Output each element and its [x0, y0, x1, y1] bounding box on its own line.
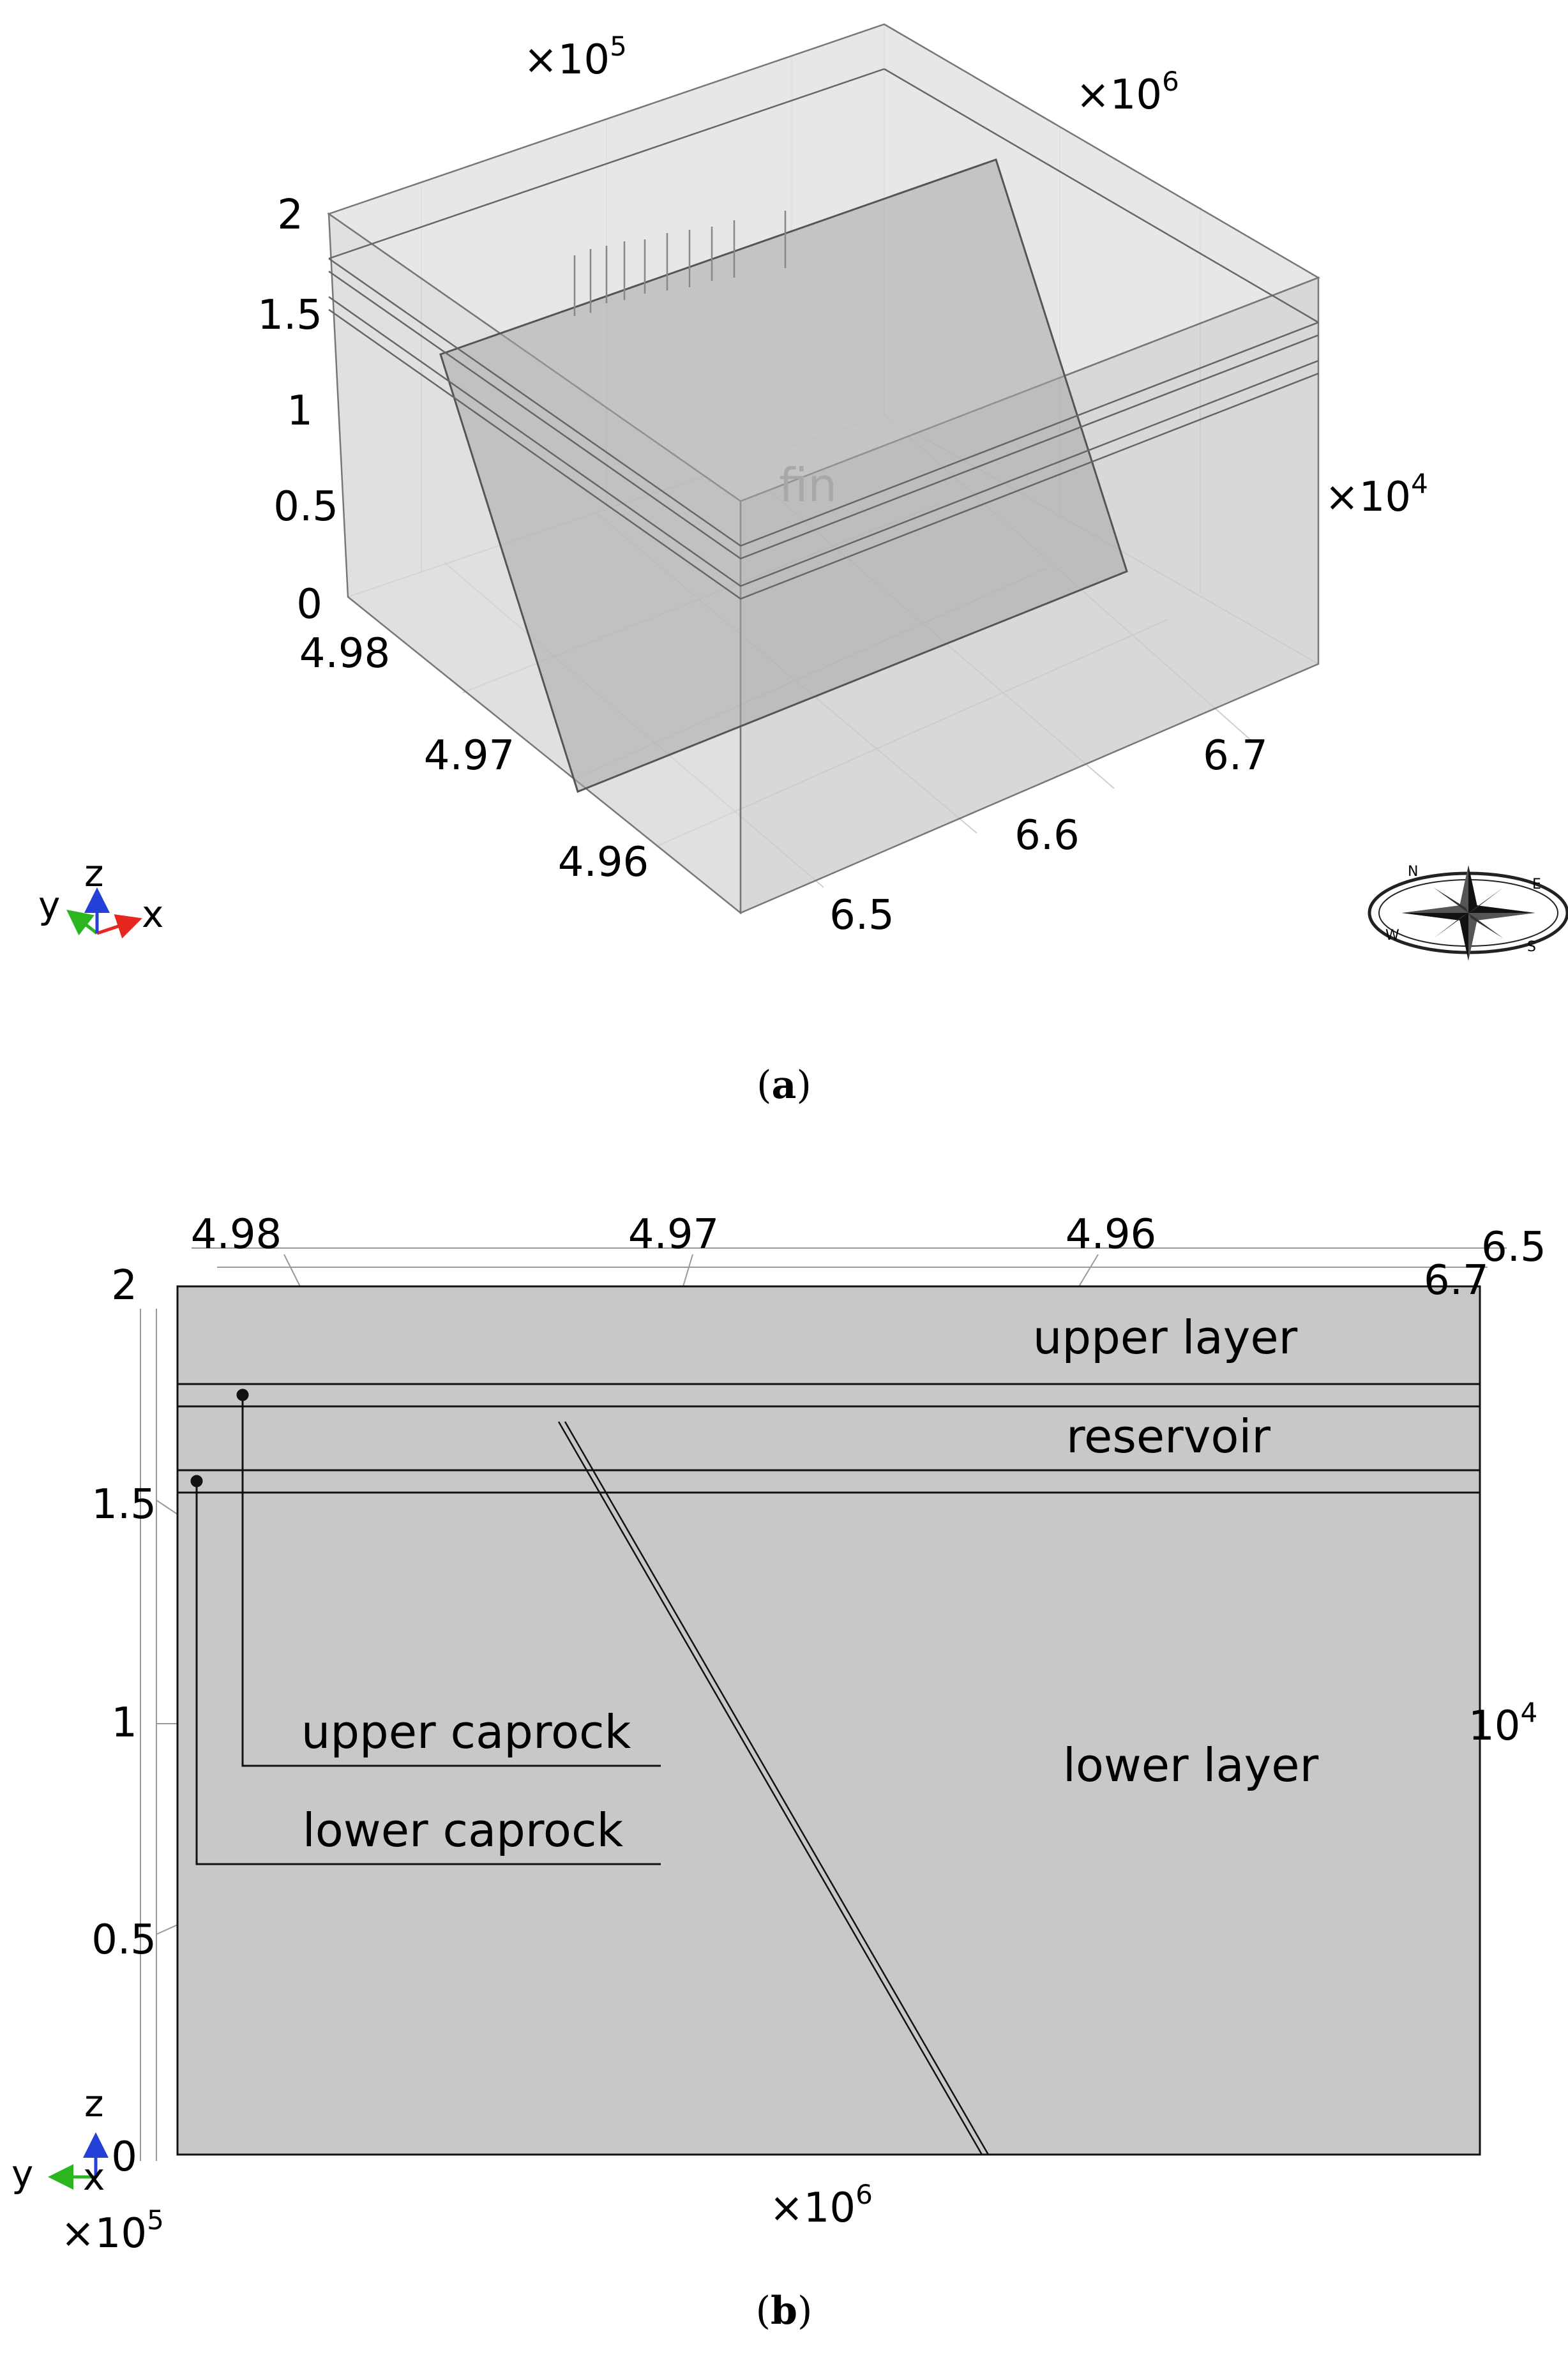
svg-text:0.5: 0.5: [91, 1916, 156, 1964]
svg-text:y: y: [38, 884, 60, 927]
svg-text:6.6: 6.6: [1014, 812, 1080, 859]
bottom-exp-b: ×106: [769, 2179, 873, 2232]
svg-text:4.96: 4.96: [1066, 1211, 1157, 1258]
panel-b: upper layer reservoir upper caprock lowe…: [11, 1211, 1546, 2333]
svg-text:z: z: [84, 852, 103, 895]
z-tick-labels-b: 2 1.5 1 0.5 0: [91, 1262, 156, 2181]
y-tick-labels-a: 4.98 4.97 4.96: [299, 630, 649, 886]
label-upper-layer: upper layer: [1033, 1311, 1298, 1364]
svg-text:0: 0: [111, 2134, 137, 2181]
top-tick-labels-b: 4.98 4.97 4.96: [191, 1211, 1157, 1258]
svg-text:z: z: [84, 2082, 103, 2125]
right-exp-b: 104: [1468, 1697, 1537, 1750]
compass-icon: N E S W: [1368, 864, 1568, 961]
caption-b: (b): [756, 2289, 813, 2333]
right-tick-labels-b: 6.5 6.7: [1424, 1224, 1546, 1304]
layer-boundaries-2d: [177, 1383, 1480, 1494]
svg-text:N: N: [1408, 864, 1418, 880]
svg-text:S: S: [1527, 939, 1536, 955]
axis-triad-b: y z x: [11, 2082, 109, 2199]
svg-text:4.96: 4.96: [558, 839, 649, 886]
axis-triad-a: y z x: [38, 852, 163, 939]
z-tick-labels-a: 2 1.5 1 0.5 0: [257, 192, 338, 628]
left-exp-b: ×105: [61, 2204, 164, 2257]
svg-text:1.5: 1.5: [91, 1481, 156, 1528]
label-lower-caprock: lower caprock: [303, 1803, 624, 1857]
label-lower-layer: lower layer: [1063, 1738, 1319, 1792]
layer-boundaries-3d: [328, 68, 1319, 600]
svg-text:4.98: 4.98: [191, 1211, 282, 1258]
svg-text:4.97: 4.97: [628, 1211, 720, 1258]
svg-text:2: 2: [111, 1262, 137, 1309]
svg-text:4.97: 4.97: [424, 732, 515, 779]
svg-text:0: 0: [296, 581, 322, 628]
svg-text:6.7: 6.7: [1203, 732, 1268, 779]
svg-text:4.98: 4.98: [299, 630, 391, 677]
svg-text:x: x: [142, 892, 163, 936]
x-tick-labels-a: 6.5 6.6 6.7: [829, 732, 1268, 939]
label-upper-caprock: upper caprock: [301, 1705, 631, 1759]
exp-y-label: ×106: [1076, 66, 1179, 119]
caption-a: (a): [757, 1063, 811, 1108]
svg-text:x: x: [83, 2155, 105, 2199]
svg-text:6.5: 6.5: [829, 892, 894, 939]
svg-text:2: 2: [277, 192, 303, 239]
panel-b-frame: [140, 1247, 1507, 2161]
svg-text:1: 1: [287, 388, 313, 435]
svg-text:6.7: 6.7: [1424, 1257, 1489, 1304]
fault-plane: [439, 158, 1128, 793]
label-reservoir: reservoir: [1066, 1410, 1270, 1463]
inner-label: fin: [779, 458, 837, 512]
fault-2d: [557, 1421, 990, 2155]
wells: [573, 211, 787, 316]
panel-a: fin ×105 ×106 ×104 2 1.5 1 0.5 0 4.98 4.…: [38, 23, 1568, 1108]
svg-text:1.5: 1.5: [257, 292, 322, 339]
svg-text:0.5: 0.5: [273, 483, 338, 531]
exp-z-label: ×104: [1325, 468, 1428, 521]
svg-text:W: W: [1385, 928, 1399, 944]
exp-x-label: ×105: [524, 31, 627, 84]
svg-text:6.5: 6.5: [1481, 1224, 1546, 1271]
leader-lines: [190, 1389, 661, 1865]
cross-section: [176, 1285, 1481, 2156]
svg-text:E: E: [1532, 877, 1541, 892]
svg-text:1: 1: [111, 1699, 137, 1747]
svg-text:y: y: [11, 2152, 33, 2195]
